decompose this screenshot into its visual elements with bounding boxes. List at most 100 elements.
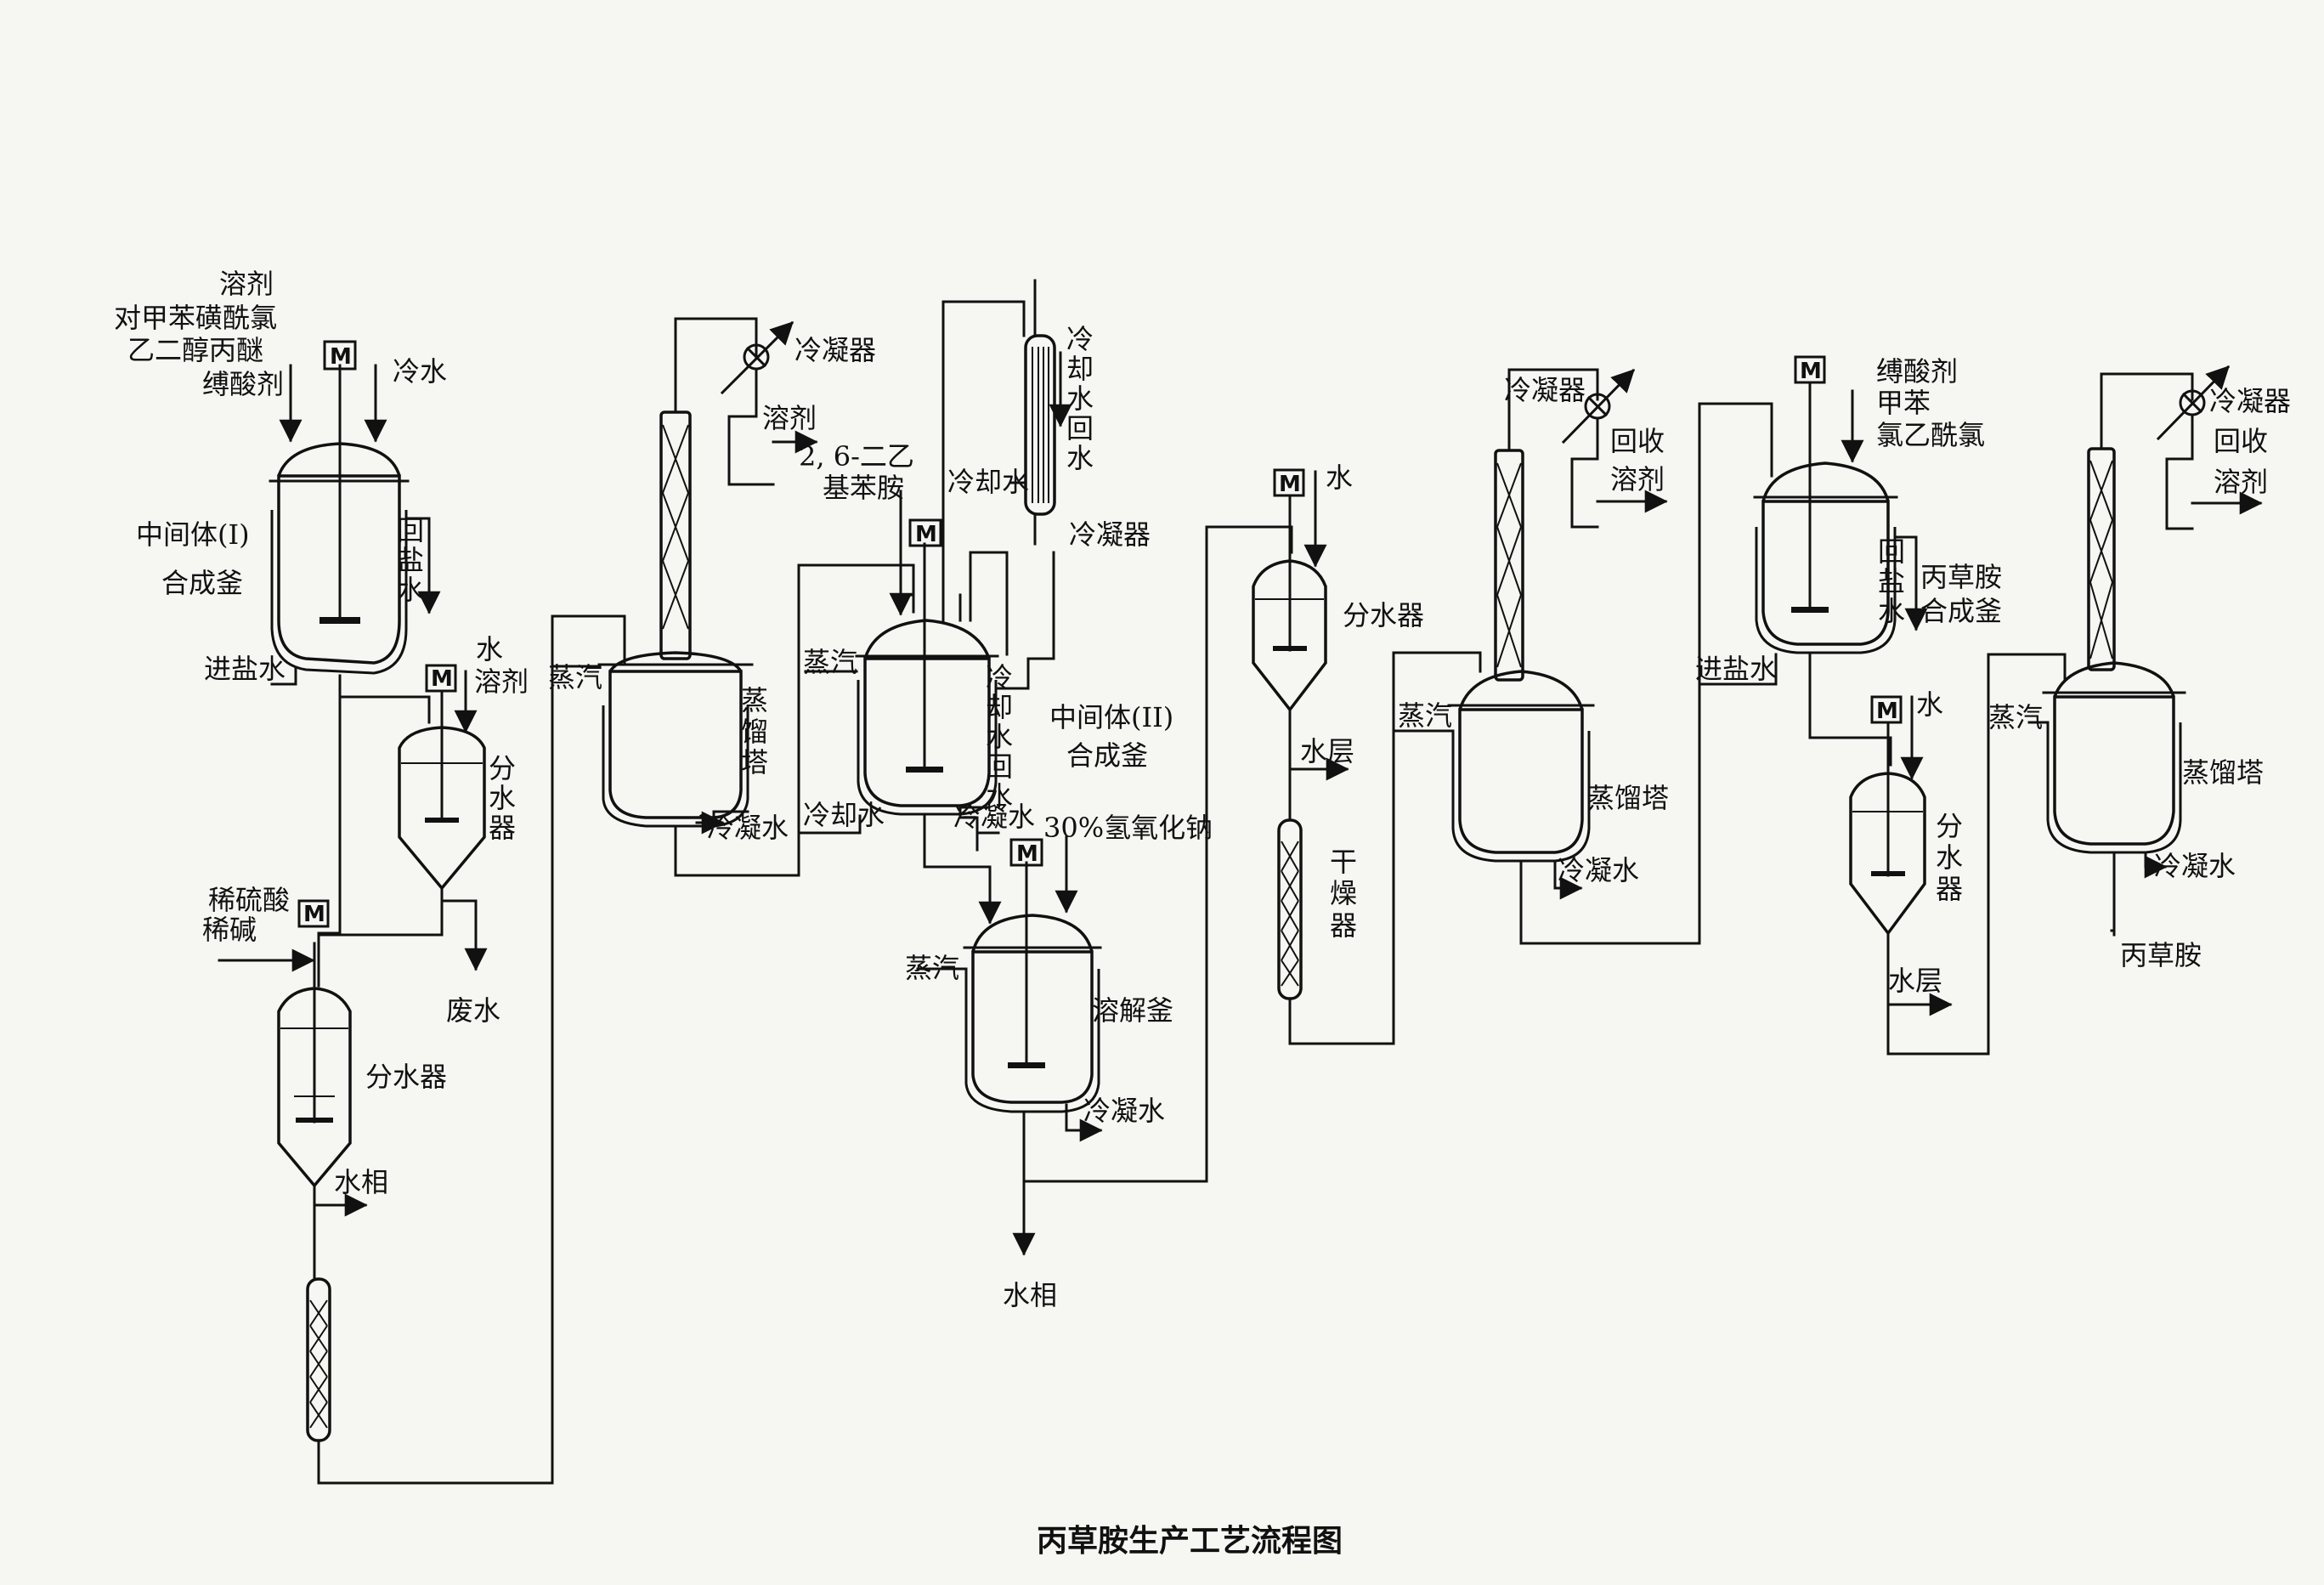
label-waste-water: 废水 [446, 994, 500, 1027]
motor-3: M [297, 899, 330, 928]
label-separator-3: 分水器 [1343, 599, 1424, 631]
label-product-reactor-1: 丙草胺 [1920, 561, 2002, 593]
label-cooling-water-return-1a: 冷 [1066, 323, 1094, 355]
label-cold-water: 冷水 [393, 355, 447, 388]
label-intermediate-2: 中间体(II) [1049, 701, 1173, 733]
label-separator-1a: 分 [489, 752, 516, 784]
motor-7: M [1794, 355, 1826, 384]
label-product: 丙草胺 [2120, 939, 2202, 971]
svg-text:M: M [1876, 699, 1898, 724]
dryer-2 [1277, 818, 1303, 1000]
label-brine-in-1: 进盐水 [204, 653, 286, 685]
motor-2: M [425, 664, 457, 693]
label-distillation-3: 蒸馏塔 [2182, 756, 2264, 789]
label-cooling-water-return-2c: 水 [986, 721, 1013, 753]
label-dryer-b: 燥 [1330, 877, 1357, 909]
label-dilute-acid: 稀硫酸 [208, 884, 290, 916]
separator-1 [398, 691, 486, 891]
label-condenser-4: 冷凝器 [2209, 385, 2291, 417]
label-glycol-propyl-ether: 乙二醇丙醚 [127, 334, 263, 366]
label-separator-1c: 器 [489, 812, 516, 844]
label-water-in-separator-4: 水 [1916, 688, 1943, 721]
condenser-2 [1024, 334, 1056, 516]
label-intermediate-1: 中间体(Ⅰ) [136, 518, 250, 551]
product-synthesis-reactor [1753, 381, 1898, 654]
distillation-column-1 [597, 410, 754, 828]
label-steam-1: 蒸汽 [548, 661, 602, 693]
separator-2 [277, 942, 352, 1188]
label-cooling-water-return-2e: 水 [986, 780, 1013, 812]
distillation-column-3 [2042, 447, 2186, 854]
dryer-1 [306, 1277, 331, 1442]
label-water-layer-2: 水层 [1888, 965, 1942, 997]
label-steam-2: 蒸汽 [803, 646, 857, 678]
motor-8: M [1870, 695, 1903, 724]
label-condensate-3: 冷凝水 [1083, 1095, 1165, 1127]
label-distillation-1c: 塔 [741, 746, 768, 778]
distillation-column-2 [1447, 449, 1595, 863]
label-brine-return-1b: 盐 [397, 544, 424, 576]
labels: 溶剂 对甲苯磺酰氯 乙二醇丙醚 缚酸剂 冷水 中间体(Ⅰ) 合成釜 回 盐 水 … [114, 268, 2291, 1311]
label-intermediate-1-reactor: 合成釜 [161, 567, 243, 599]
label-chloroacetyl-chloride: 氯乙酰氯 [1876, 419, 1985, 451]
label-acid-binder-1: 缚酸剂 [202, 368, 284, 400]
label-condenser-1: 冷凝器 [794, 334, 876, 366]
label-condensate-1: 冷凝水 [707, 812, 789, 844]
label-dissolving-kettle: 溶解釜 [1092, 994, 1173, 1027]
svg-text:M: M [431, 666, 453, 692]
label-steam-4: 蒸汽 [1398, 699, 1452, 732]
label-condensate-5: 冷凝水 [2154, 850, 2236, 882]
separator-3 [1252, 495, 1327, 712]
label-dilute-base: 稀碱 [202, 914, 257, 946]
label-dryer-c: 器 [1330, 909, 1357, 942]
label-brine-return-2a: 回 [1878, 535, 1905, 568]
label-water-layer-1: 水层 [1300, 735, 1354, 767]
label-product-reactor-2: 合成釜 [1920, 595, 2002, 627]
label-cooling-water-return-2a: 冷 [986, 661, 1013, 693]
label-water-phase-2: 水相 [1003, 1279, 1057, 1311]
label-steam-5: 蒸汽 [1988, 701, 2043, 733]
label-intermediate-2-reactor: 合成釜 [1066, 739, 1148, 772]
label-diethylaniline-2: 基苯胺 [823, 472, 904, 504]
label-cooling-water-in-2: 冷却水 [803, 799, 885, 831]
svg-text:M: M [1279, 472, 1301, 497]
condenser-1 [720, 320, 794, 395]
dissolving-kettle [963, 861, 1102, 1113]
label-recovered-solvent-1a: 回收 [1610, 425, 1665, 457]
label-brine-in-2: 进盐水 [1695, 653, 1777, 685]
label-distillation-1b: 馏 [741, 716, 768, 748]
label-separator-4a: 分 [1936, 810, 1963, 842]
label-recovered-solvent-1b: 溶剂 [1610, 463, 1665, 495]
label-solvent-out: 溶剂 [762, 402, 817, 434]
label-dryer-a: 干 [1330, 846, 1357, 878]
label-recovered-solvent-2a: 回收 [2214, 425, 2268, 457]
label-cooling-water-in-1: 冷却水 [947, 466, 1029, 498]
label-cooling-water-return-2b: 却 [986, 691, 1013, 723]
label-cooling-water-return-1d: 回 [1066, 412, 1094, 444]
label-brine-return-2c: 水 [1878, 595, 1905, 627]
label-water-phase-1: 水相 [334, 1166, 388, 1198]
label-separator-2: 分水器 [365, 1061, 447, 1093]
label-condenser-2: 冷凝器 [1069, 518, 1151, 551]
label-cooling-water-return-2d: 回 [986, 750, 1013, 783]
label-solvent-in-separator-1: 溶剂 [474, 665, 529, 698]
label-tosyl-chloride: 对甲苯磺酰氯 [114, 302, 277, 334]
svg-text:M: M [1800, 359, 1822, 384]
label-separator-4b: 水 [1936, 841, 1963, 874]
svg-text:M: M [303, 902, 325, 927]
label-recovered-solvent-2b: 溶剂 [2214, 466, 2268, 498]
diagram-caption: 丙草胺生产工艺流程图 [1037, 1523, 1343, 1559]
label-brine-return-2b: 盐 [1878, 565, 1905, 597]
label-separator-1b: 水 [489, 782, 516, 814]
intermediate-2-reactor [855, 542, 999, 816]
label-toluene: 甲苯 [1876, 387, 1931, 419]
label-water-in-separator-1: 水 [476, 633, 503, 665]
label-cooling-water-return-1e: 水 [1066, 442, 1094, 474]
label-distillation-1a: 蒸 [741, 684, 768, 716]
label-cooling-water-return-1c: 水 [1066, 382, 1094, 415]
label-condensate-4: 冷凝水 [1558, 854, 1639, 886]
motor-6: M [1273, 468, 1305, 497]
label-sodium-hydroxide: 30%氢氧化钠 [1043, 812, 1213, 844]
label-solvent-in: 溶剂 [219, 268, 274, 300]
